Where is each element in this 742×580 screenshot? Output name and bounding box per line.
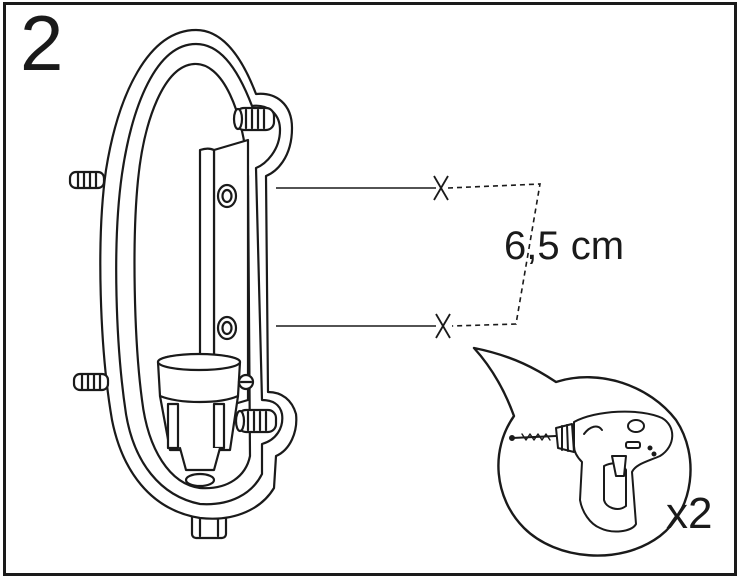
dimension-indicator	[276, 175, 541, 339]
drill-mark-top	[433, 175, 449, 201]
lamp-base-illustration	[68, 28, 298, 540]
dimension-bracket	[447, 183, 541, 327]
lamp-socket	[156, 352, 242, 488]
mounting-hole-top	[216, 183, 238, 209]
drill-callout	[472, 346, 692, 557]
drill-quantity-label: x2	[666, 489, 713, 538]
drill-icon	[509, 410, 674, 533]
drill-mark-bottom	[435, 313, 451, 339]
step-number: 2	[20, 0, 64, 87]
panel-border	[3, 2, 737, 576]
terminal-screw	[237, 373, 255, 391]
threaded-stud-top-right	[232, 106, 276, 132]
threaded-stud-top-left	[68, 170, 106, 190]
threaded-stud-bottom-left	[72, 372, 110, 392]
threaded-stud-bottom-right	[234, 408, 278, 434]
mounting-hole-bottom	[216, 315, 238, 341]
hole-spacing-label: 6,5 cm	[504, 224, 625, 268]
